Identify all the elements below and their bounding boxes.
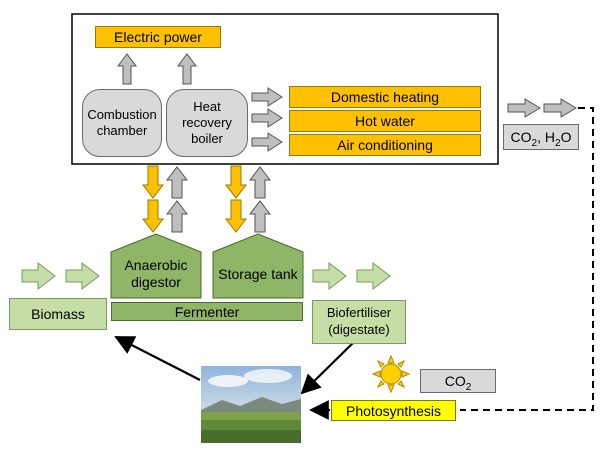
combustion-chamber-unit: Combustion chamber — [82, 89, 162, 157]
down-arrow-icon — [224, 199, 248, 233]
co2-h2o-label: CO2, H2O — [510, 129, 572, 149]
co2-h2o-emissions-box: CO2, H2O — [503, 124, 579, 150]
up-arrow-icon — [165, 166, 189, 199]
storage-tank-shape — [212, 233, 304, 299]
down-arrow-icon — [224, 165, 248, 199]
co2-box: CO2 — [420, 369, 496, 393]
fermenter-label: Fermenter — [174, 303, 240, 320]
biofertiliser-label: Biofertiliser (digestate) — [326, 305, 392, 337]
heat-recovery-boiler-label: Heat recovery boiler — [182, 98, 232, 147]
anaerobic-digestor-tank — [110, 233, 202, 299]
air-conditioning-label: Air conditioning — [337, 137, 433, 153]
right-arrow-icon — [507, 98, 541, 118]
right-arrow-icon — [312, 261, 347, 291]
fertilise-field-arrow — [300, 339, 357, 395]
return-to-biomass-arrow — [114, 336, 201, 381]
anaerobic-digestor-label: Anaerobic digestor — [124, 256, 188, 291]
right-arrow-icon — [543, 98, 577, 118]
domestic-heating-label: Domestic heating — [330, 89, 440, 105]
electric-power-box: Electric power — [95, 26, 221, 48]
electric-power-label: Electric power — [114, 29, 202, 45]
right-arrow-icon — [251, 132, 283, 152]
fermenter-bar: Fermenter — [111, 302, 303, 321]
right-arrow-icon — [65, 261, 100, 291]
sun-icon — [371, 354, 411, 394]
storage-tank-label: Storage tank — [218, 266, 298, 282]
domestic-heating-box: Domestic heating — [289, 86, 481, 108]
down-arrow-icon — [141, 199, 165, 233]
right-arrow-icon — [251, 87, 283, 107]
photosynthesis-box: Photosynthesis — [331, 400, 456, 421]
co2-label: CO2 — [444, 373, 472, 393]
up-arrow-icon — [165, 200, 189, 233]
right-arrow-icon — [356, 261, 391, 291]
up-arrow-icon — [177, 53, 197, 85]
up-arrow-icon — [117, 53, 137, 85]
anaerobic-digestor-text: Anaerobic digestor — [111, 252, 201, 296]
right-arrow-icon — [21, 261, 56, 291]
biomass-box: Biomass — [9, 298, 107, 330]
crop-field-image — [201, 366, 301, 443]
combustion-chamber-label: Combustion chamber — [87, 106, 157, 138]
photosynthesis-label: Photosynthesis — [346, 402, 441, 419]
up-arrow-icon — [248, 200, 272, 233]
storage-tank-text: Storage tank — [213, 252, 303, 296]
air-conditioning-box: Air conditioning — [289, 134, 481, 156]
heat-recovery-boiler-unit: Heat recovery boiler — [166, 89, 248, 157]
up-arrow-icon — [248, 166, 272, 199]
hot-water-label: Hot water — [355, 113, 415, 129]
right-arrow-icon — [251, 108, 283, 128]
biomass-label: Biomass — [31, 306, 85, 322]
down-arrow-icon — [141, 165, 165, 199]
hot-water-box: Hot water — [289, 110, 481, 132]
biofertiliser-box: Biofertiliser (digestate) — [312, 300, 406, 344]
